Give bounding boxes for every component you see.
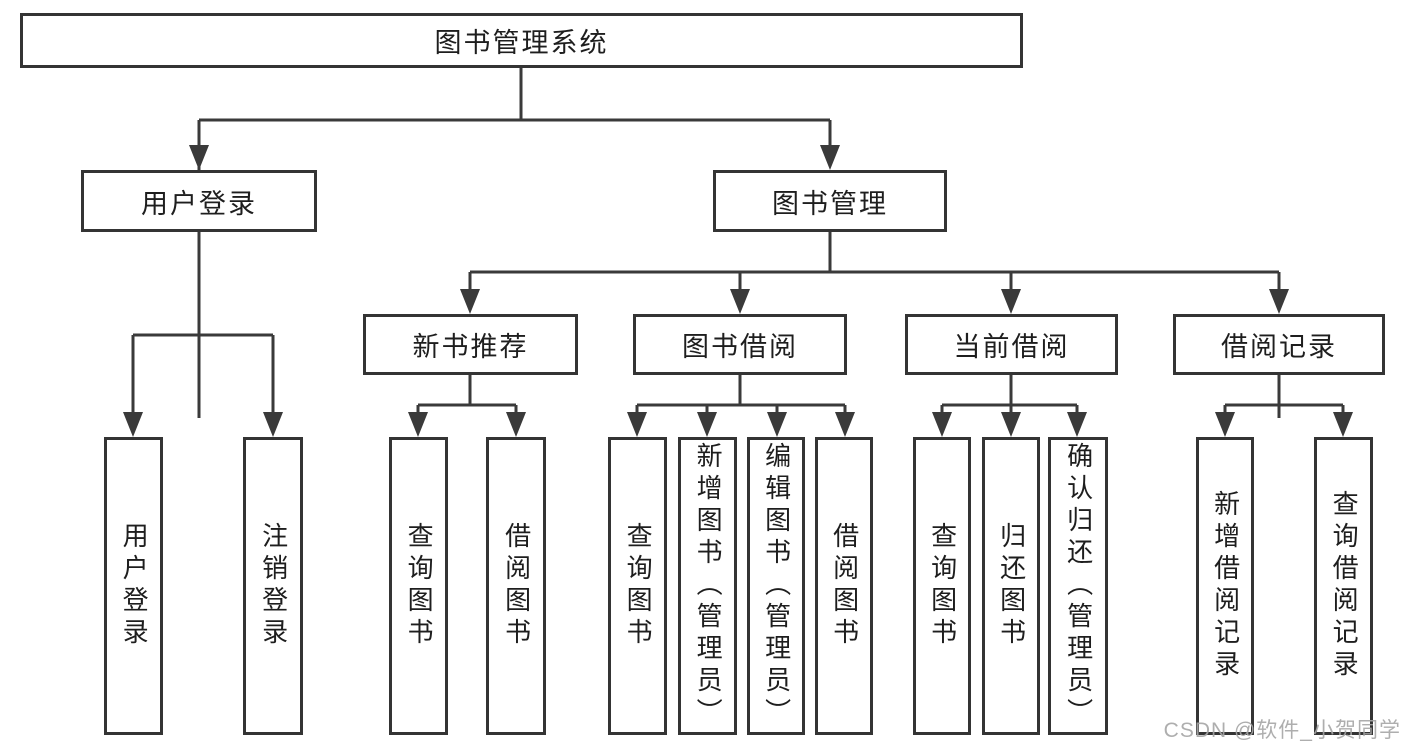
arrowheads <box>123 145 1353 437</box>
leaf-label: 用户登录 <box>119 522 150 650</box>
node-current-borrow: 当前借阅 <box>905 314 1118 375</box>
leaf-current-return: 归还图书 <box>982 437 1040 735</box>
node-new-books: 新书推荐 <box>363 314 578 375</box>
leaf-label: 借阅图书 <box>501 522 532 650</box>
leaf-user-login: 用户登录 <box>104 437 163 735</box>
node-user-login: 用户登录 <box>81 170 317 232</box>
node-user-login-label: 用户登录 <box>141 188 257 219</box>
node-new-books-label: 新书推荐 <box>412 332 529 362</box>
node-current-borrow-label: 当前借阅 <box>953 332 1070 362</box>
leaf-label: 查询图书 <box>927 522 958 650</box>
leaf-records-add: 新增借阅记录 <box>1196 437 1254 735</box>
leaf-current-confirm-admin: 确认归还（管理员） <box>1048 437 1108 735</box>
leaf-label: 编辑图书（管理员） <box>761 442 792 730</box>
watermark: CSDN @软件_小贺同学 <box>1163 719 1401 742</box>
leaf-label: 查询借阅记录 <box>1329 490 1360 682</box>
leaf-logout: 注销登录 <box>243 437 303 735</box>
leaf-borrow-query: 查询图书 <box>608 437 667 735</box>
leaf-label: 注销登录 <box>258 522 289 650</box>
leaf-label: 确认归还（管理员） <box>1063 442 1094 730</box>
leaf-current-query: 查询图书 <box>913 437 971 735</box>
leaf-label: 归还图书 <box>996 522 1027 650</box>
node-book-mgmt-label: 图书管理 <box>772 188 888 219</box>
node-book-borrow: 图书借阅 <box>633 314 847 375</box>
node-book-mgmt: 图书管理 <box>713 170 947 232</box>
node-book-borrow-label: 图书借阅 <box>682 332 798 362</box>
leaf-records-query: 查询借阅记录 <box>1314 437 1373 735</box>
leaf-newbooks-borrow: 借阅图书 <box>486 437 546 735</box>
leaf-borrow-edit-admin: 编辑图书（管理员） <box>747 437 805 735</box>
node-borrow-records-label: 借阅记录 <box>1221 332 1337 362</box>
leaf-label: 查询图书 <box>404 522 435 650</box>
leaf-label: 借阅图书 <box>829 522 860 650</box>
leaf-borrow-borrow: 借阅图书 <box>815 437 873 735</box>
leaf-label: 新增借阅记录 <box>1210 490 1241 682</box>
node-borrow-records: 借阅记录 <box>1173 314 1385 375</box>
leaf-newbooks-query: 查询图书 <box>389 437 448 735</box>
leaf-label: 新增图书（管理员） <box>693 442 724 730</box>
node-root: 图书管理系统 <box>20 13 1023 68</box>
leaf-borrow-add-admin: 新增图书（管理员） <box>678 437 737 735</box>
node-root-label: 图书管理系统 <box>434 28 609 58</box>
leaf-label: 查询图书 <box>623 522 654 650</box>
